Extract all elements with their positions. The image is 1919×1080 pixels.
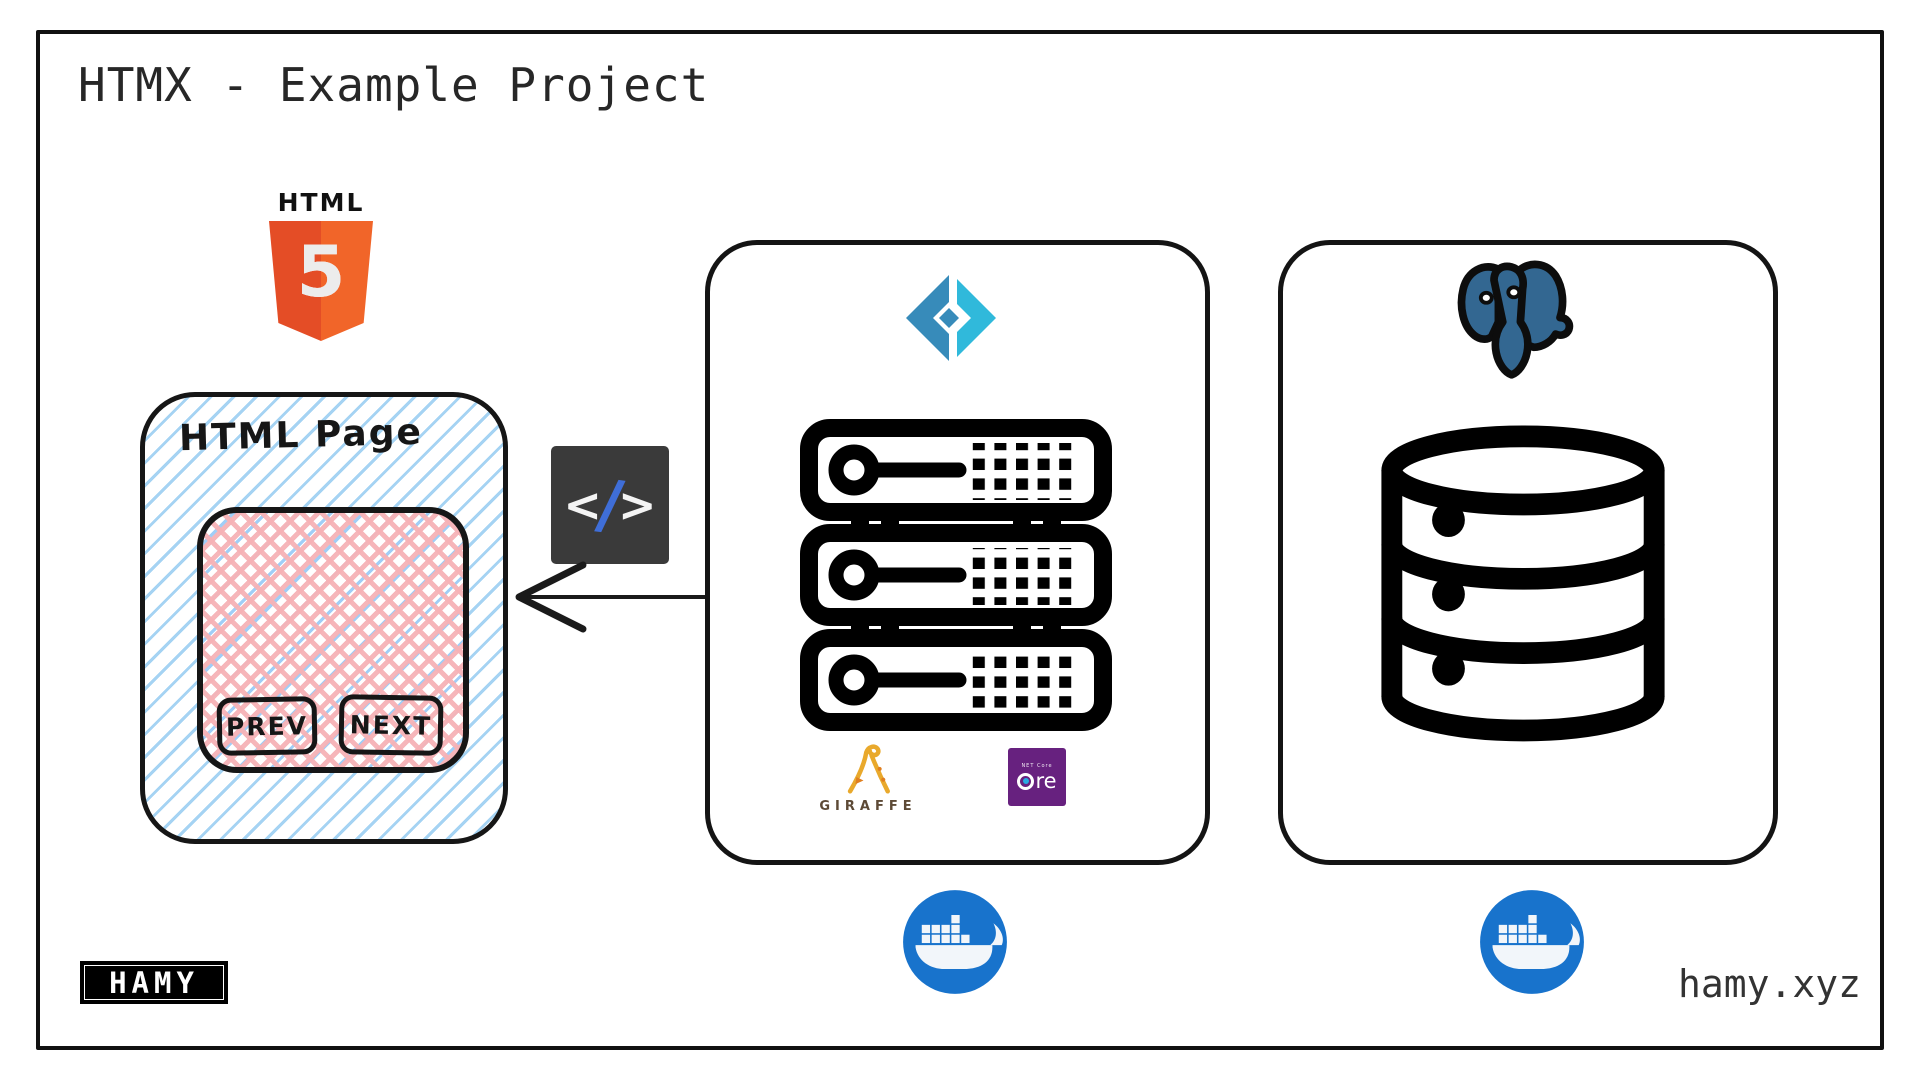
fsharp-logo (906, 275, 996, 361)
code-tag-icon: < / > (551, 446, 669, 564)
dotnet-core-logo: NET Core re (1008, 748, 1066, 806)
html5-shield-icon: 5 (269, 221, 373, 341)
page-content-panel: PREV NEXT (197, 507, 469, 773)
hamy-brand-logo: HAMY (80, 961, 228, 1004)
giraffe-logo: GIRAFFE (816, 742, 920, 814)
html5-number: 5 (296, 231, 346, 313)
postgresql-elephant-logo (1457, 260, 1574, 379)
code-close: > (618, 478, 657, 532)
docker-whale-icon (1480, 890, 1584, 994)
next-button: NEXT (338, 694, 444, 756)
giraffe-label: GIRAFFE (819, 799, 917, 814)
html5-logo: HTML 5 (258, 188, 384, 341)
prev-button: PREV (216, 696, 318, 756)
docker-whale-icon (903, 890, 1007, 994)
dotnet-core-suffix: re (1035, 768, 1057, 793)
lambda-giraffe-icon (847, 744, 890, 794)
page-title: HTMX - Example Project (78, 58, 710, 112)
html-page-box: HTML Page PREV NEXT (140, 392, 508, 844)
server-rack-icon (800, 419, 1112, 731)
html-page-label: HTML Page (178, 411, 424, 460)
database-cylinder-icon (1381, 425, 1665, 742)
code-open: < (563, 478, 602, 532)
dotnet-core-small-text: NET Core (1021, 762, 1053, 769)
html5-wordmark: HTML (277, 188, 365, 217)
site-url-text: hamy.xyz (1678, 962, 1862, 1006)
dotnet-core-wordmark: re (1017, 768, 1057, 793)
dotnet-core-ring-icon (1017, 772, 1035, 790)
